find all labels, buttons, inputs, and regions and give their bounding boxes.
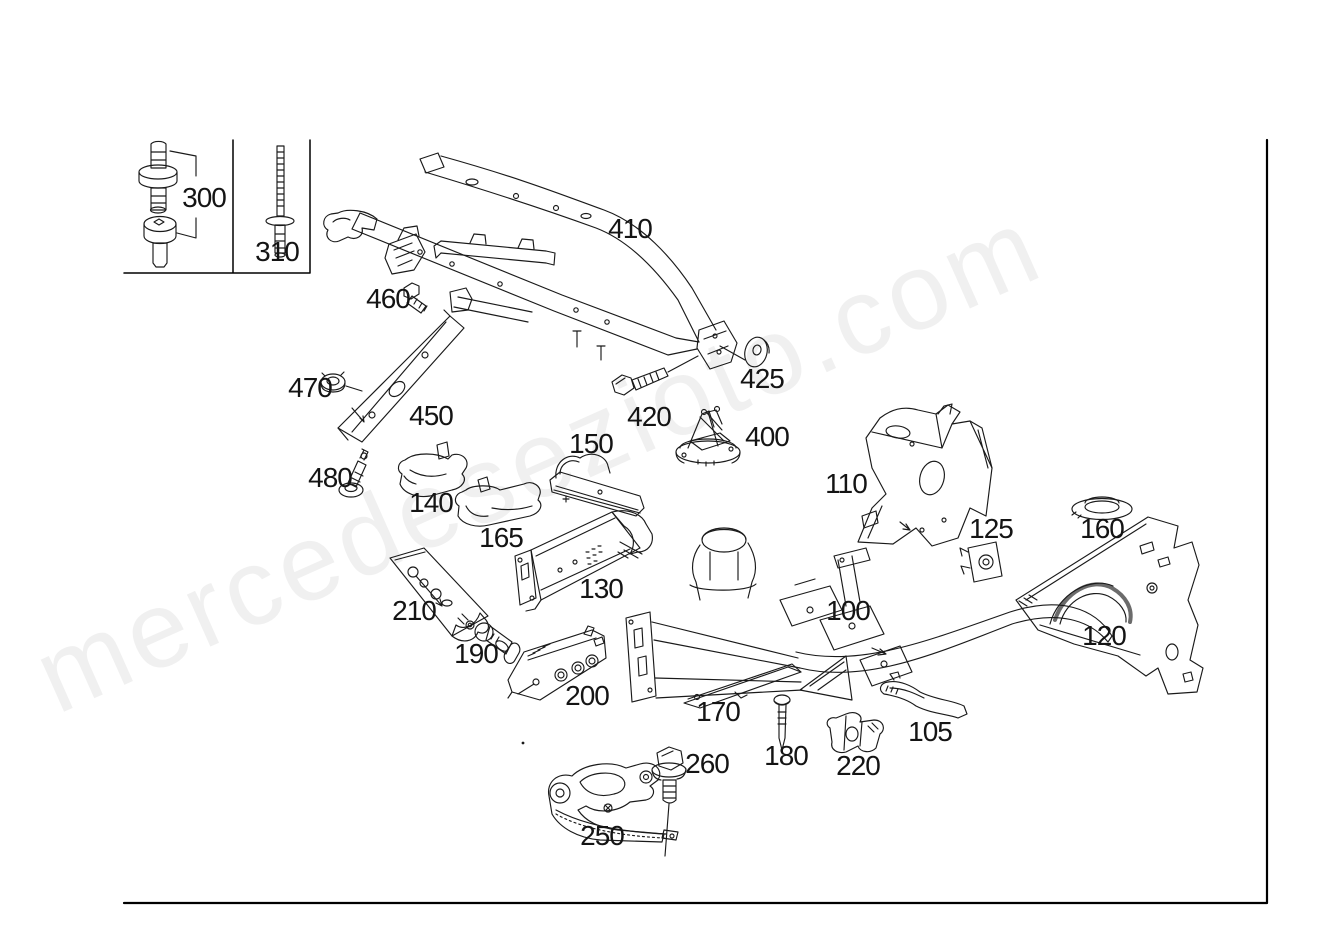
- part-label-105: 105: [908, 716, 953, 747]
- part-drawing-460: [403, 282, 428, 314]
- diagram-border: [122, 138, 1269, 905]
- part-label-300: 300: [182, 182, 227, 213]
- part-label-190: 190: [454, 638, 499, 669]
- part-label-260: 260: [685, 748, 730, 779]
- part-label-480: 480: [308, 462, 353, 493]
- part-label-200: 200: [565, 680, 610, 711]
- part-drawing-480: [338, 448, 369, 498]
- part-drawing-200: [507, 625, 607, 701]
- part-label-100: 100: [826, 595, 871, 626]
- part-drawing-250: [547, 762, 679, 843]
- part-label-170: 170: [696, 696, 741, 727]
- part-drawing-420: [611, 355, 699, 396]
- part-label-425: 425: [740, 363, 785, 394]
- part-drawing-100: [625, 527, 1113, 703]
- part-drawing-450: [337, 309, 465, 443]
- part-drawing-170: [683, 663, 802, 709]
- part-label-180: 180: [764, 740, 809, 771]
- part-label-410: 410: [608, 213, 653, 244]
- highlight-arrow: [530, 707, 589, 765]
- part-label-400: 400: [745, 421, 790, 452]
- part-drawing-300: [138, 140, 197, 268]
- part-label-460: 460: [366, 283, 411, 314]
- part-label-310: 310: [255, 236, 300, 267]
- part-drawing-180: [773, 694, 791, 751]
- part-label-220: 220: [836, 750, 881, 781]
- part-drawing-210: [389, 547, 489, 642]
- speck: [521, 741, 525, 745]
- part-drawing-190: [474, 622, 521, 664]
- part-drawing-150: [549, 453, 645, 517]
- part-drawing-410: [323, 152, 738, 370]
- part-drawing-165: [454, 476, 542, 527]
- part-drawing-105: [879, 671, 968, 719]
- part-label-250: 250: [580, 820, 625, 851]
- inset-box: [123, 139, 311, 274]
- part-drawing-220: [826, 712, 884, 754]
- part-label-120: 120: [1082, 620, 1127, 651]
- part-label-165: 165: [479, 522, 524, 553]
- part-drawing-160: [1071, 496, 1133, 521]
- part-drawing-260: [651, 746, 687, 857]
- part-drawing-130: [514, 510, 653, 612]
- part-drawing-125: [959, 541, 1003, 583]
- part-label-160: 160: [1080, 513, 1125, 544]
- part-label-210: 210: [392, 595, 437, 626]
- part-drawing-425: [719, 336, 770, 368]
- part-drawing-110: [857, 403, 993, 547]
- part-label-470: 470: [288, 372, 333, 403]
- part-label-140: 140: [409, 487, 454, 518]
- part-drawing-400: [675, 405, 741, 467]
- part-label-130: 130: [579, 573, 624, 604]
- part-label-420: 420: [627, 401, 672, 432]
- part-drawing-470: [320, 371, 363, 393]
- part-label-450: 450: [409, 400, 454, 431]
- part-label-110: 110: [825, 468, 868, 499]
- part-label-125: 125: [969, 513, 1014, 544]
- part-drawing-310: [265, 145, 295, 258]
- part-label-150: 150: [569, 428, 614, 459]
- part-drawing-140: [397, 441, 468, 498]
- part-drawing-120: [1015, 516, 1204, 695]
